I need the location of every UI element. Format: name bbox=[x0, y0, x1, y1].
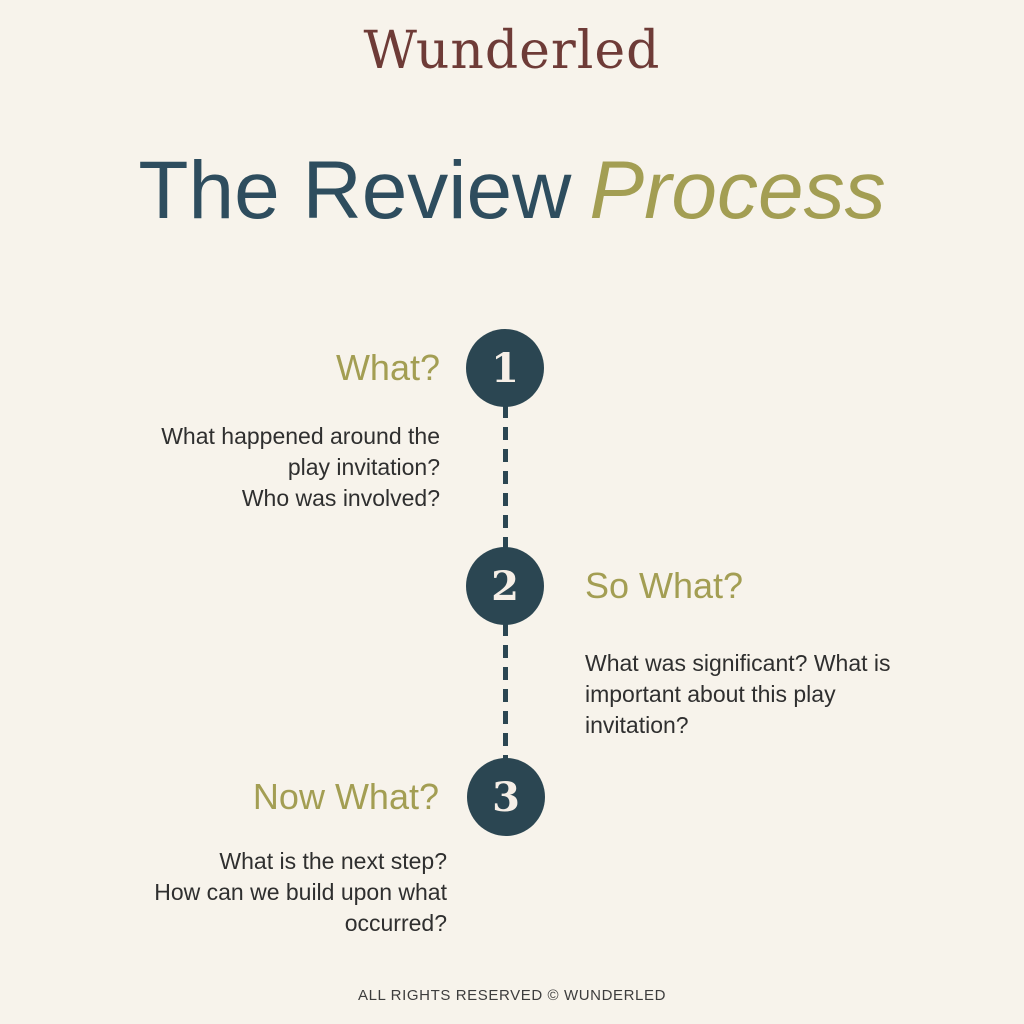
page-title-accent: Process bbox=[589, 145, 886, 236]
brand-logo: Wunderled bbox=[363, 21, 661, 81]
copyright-notice: ALL RIGHTS RESERVED © WUNDERLED bbox=[357, 987, 667, 1004]
step-3-description: What is the next step? How can we build … bbox=[154, 848, 447, 936]
step-3-number: 3 bbox=[492, 773, 520, 821]
page-title-main: The Review bbox=[138, 145, 572, 236]
step-2-description: What was significant? What is important … bbox=[585, 650, 891, 738]
step-3-node: 3 bbox=[467, 758, 545, 836]
step-1-description: What happened around the play invitation… bbox=[161, 423, 440, 511]
step-1-label: What? bbox=[335, 347, 440, 388]
step-2-label: So What? bbox=[585, 565, 744, 606]
timeline-connector-1 bbox=[503, 405, 508, 549]
step-1-number: 1 bbox=[491, 344, 519, 392]
step-1-node: 1 bbox=[466, 329, 544, 407]
step-3-label: Now What? bbox=[252, 776, 439, 817]
step-2-number: 2 bbox=[491, 562, 519, 610]
timeline-connector-2 bbox=[503, 623, 508, 760]
step-2-node: 2 bbox=[466, 547, 544, 625]
